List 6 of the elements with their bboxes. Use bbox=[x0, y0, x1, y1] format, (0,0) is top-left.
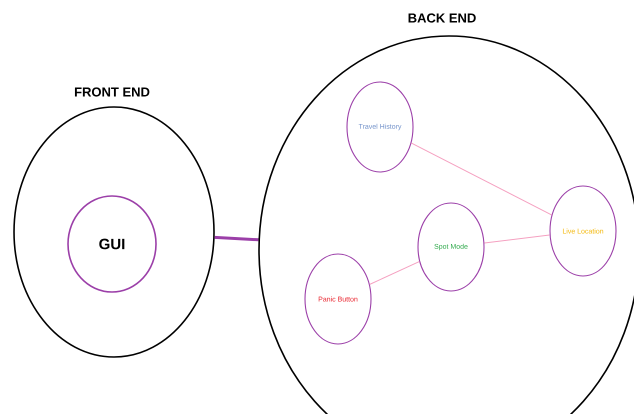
connector-line bbox=[214, 236, 258, 242]
connector-line bbox=[410, 142, 552, 216]
connector-line bbox=[484, 234, 550, 244]
group-heading: FRONT END bbox=[74, 87, 150, 97]
connector-line bbox=[369, 261, 420, 285]
group-heading: BACK END bbox=[408, 13, 476, 23]
